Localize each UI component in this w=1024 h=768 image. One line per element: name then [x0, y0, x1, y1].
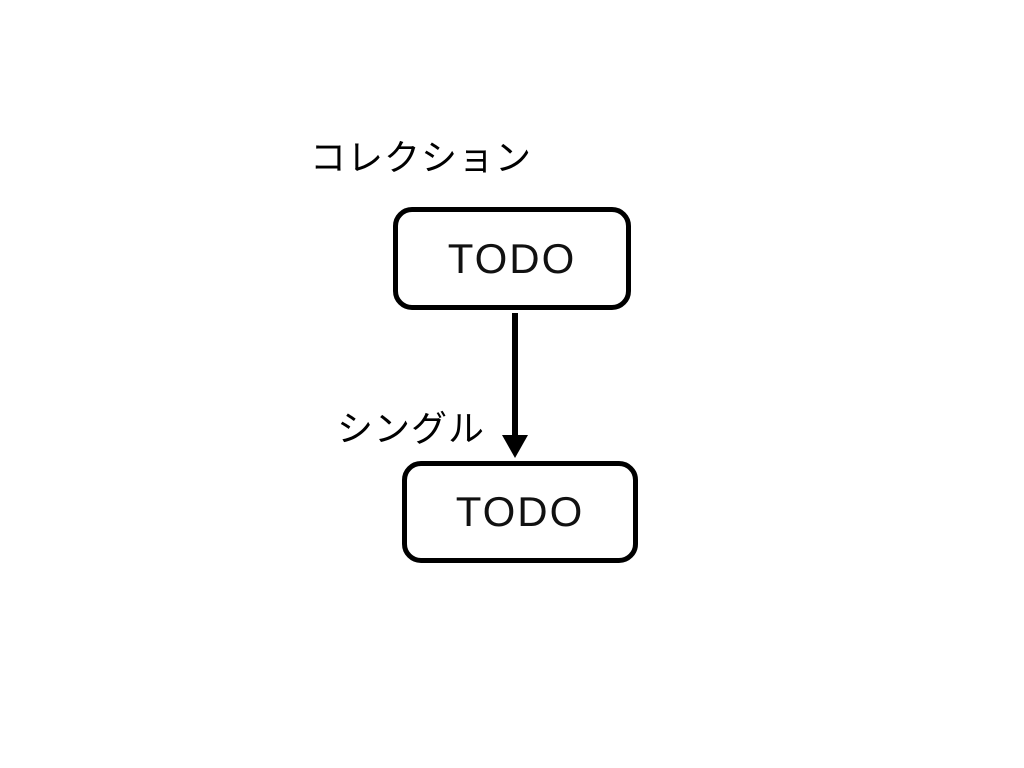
collection-node-label: TODO: [447, 234, 577, 282]
single-label: シングル: [337, 408, 486, 449]
down-arrow-icon: [502, 313, 528, 458]
single-node: TODO: [402, 461, 638, 563]
collection-label: コレクション: [310, 137, 533, 178]
collection-node: TODO: [393, 207, 631, 310]
single-node-label: TODO: [455, 488, 585, 535]
